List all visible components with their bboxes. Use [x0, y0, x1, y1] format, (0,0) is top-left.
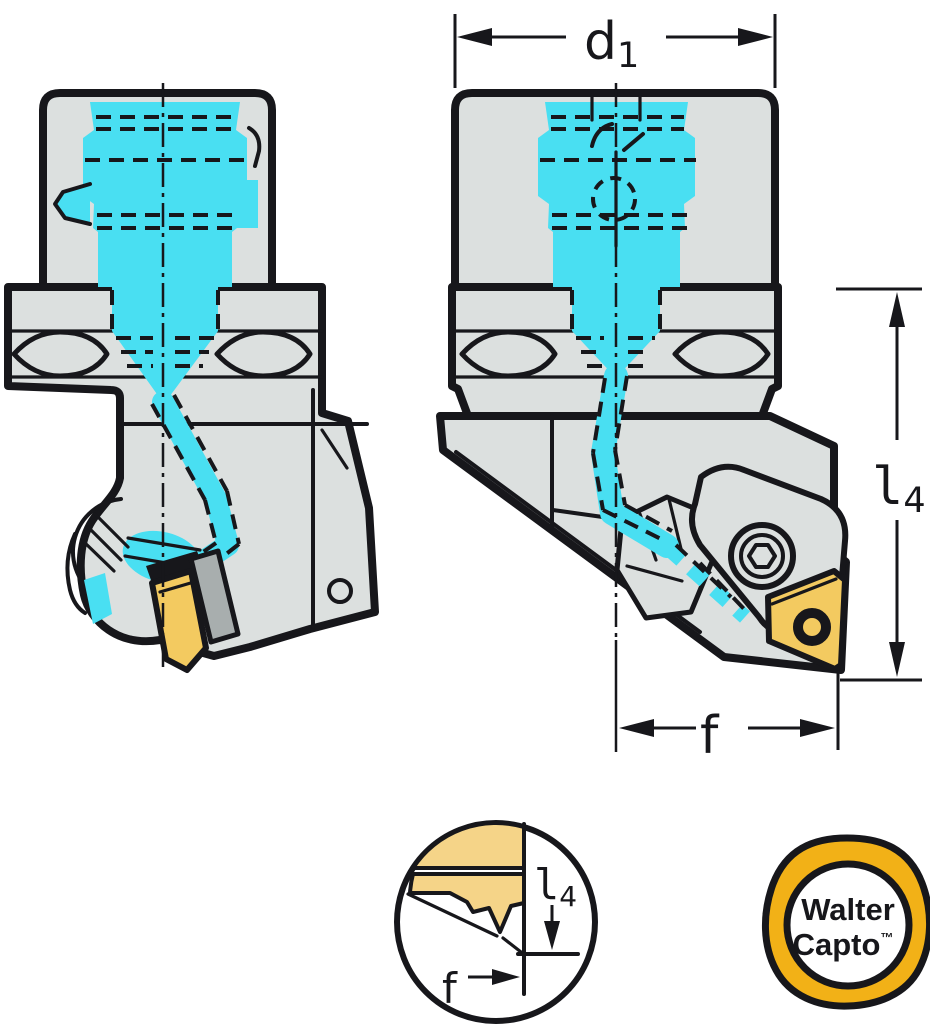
d1-label: d1	[584, 12, 639, 76]
detail-edge-lines	[406, 892, 523, 954]
logo-circle	[783, 860, 913, 990]
detail-l4-label: l4	[534, 860, 577, 913]
cutting-insert-right	[765, 568, 848, 672]
flange-slot-right	[672, 329, 771, 379]
clamp-bar	[188, 548, 241, 645]
dimension-f: f	[619, 673, 840, 766]
bore-dashes	[110, 290, 220, 330]
clamp-screw-inner	[739, 533, 785, 579]
mounting-hole	[327, 578, 353, 604]
f-arrowheads	[619, 719, 835, 737]
cartridge-arc	[71, 497, 123, 596]
thread-dashes	[85, 115, 245, 230]
insert-edge-line	[770, 577, 838, 606]
detail-circle: l4 f	[394, 820, 598, 1024]
right-view	[436, 83, 850, 752]
d1-lines	[453, 14, 777, 88]
l4-label-box	[864, 444, 928, 516]
coupling-arc-detail	[590, 122, 645, 152]
coolant-patch-right	[236, 180, 258, 228]
detail-datum-lines	[516, 822, 580, 996]
detail-f-label: f	[442, 964, 458, 1013]
flange-slot-right	[214, 329, 313, 379]
ear-outline	[53, 182, 92, 226]
flange-slot-left	[459, 329, 558, 379]
hex-socket	[747, 543, 777, 569]
hook-detail	[247, 126, 262, 168]
detail-f-arrowhead	[492, 969, 520, 985]
coolant-channel-hidden	[662, 542, 751, 623]
detail-tool-profile-upper	[411, 821, 526, 870]
l4-lines	[836, 287, 922, 682]
d1-label-box	[572, 4, 660, 68]
channel-dashes	[591, 375, 749, 614]
thread-dashes	[540, 115, 696, 230]
detail-l4-arrowhead	[544, 921, 560, 950]
cross-hole-dashed	[591, 176, 637, 222]
coolant-wedge	[84, 573, 112, 624]
bore-dashes	[570, 290, 662, 330]
logo-line2: Capto™	[793, 927, 894, 962]
logo-line1: Walter	[801, 892, 895, 927]
funnel-thread-dashes	[576, 336, 655, 368]
coolant-funnel	[112, 287, 218, 404]
insert-screw-hole	[793, 608, 831, 646]
detail-tool-profile-lower	[408, 872, 526, 934]
l4-label: l4	[872, 457, 926, 521]
insert-edge-line	[158, 580, 196, 594]
coolant-channel	[591, 364, 679, 558]
dimension-l4: l4	[836, 287, 928, 682]
f-label: f	[700, 706, 720, 766]
chamfer-line	[320, 428, 349, 470]
f-lines	[652, 673, 840, 750]
left-view	[4, 83, 379, 673]
d1-arrowheads	[457, 28, 773, 46]
walter-capto-logo: Walter Capto™	[762, 834, 930, 1010]
nozzle-serrations	[81, 512, 202, 573]
clamp-crescent	[65, 532, 87, 615]
flange-slot-left	[11, 329, 110, 379]
dimension-d1: d1	[453, 4, 777, 88]
channel-dashes	[150, 394, 241, 582]
coolant-core	[83, 102, 247, 287]
